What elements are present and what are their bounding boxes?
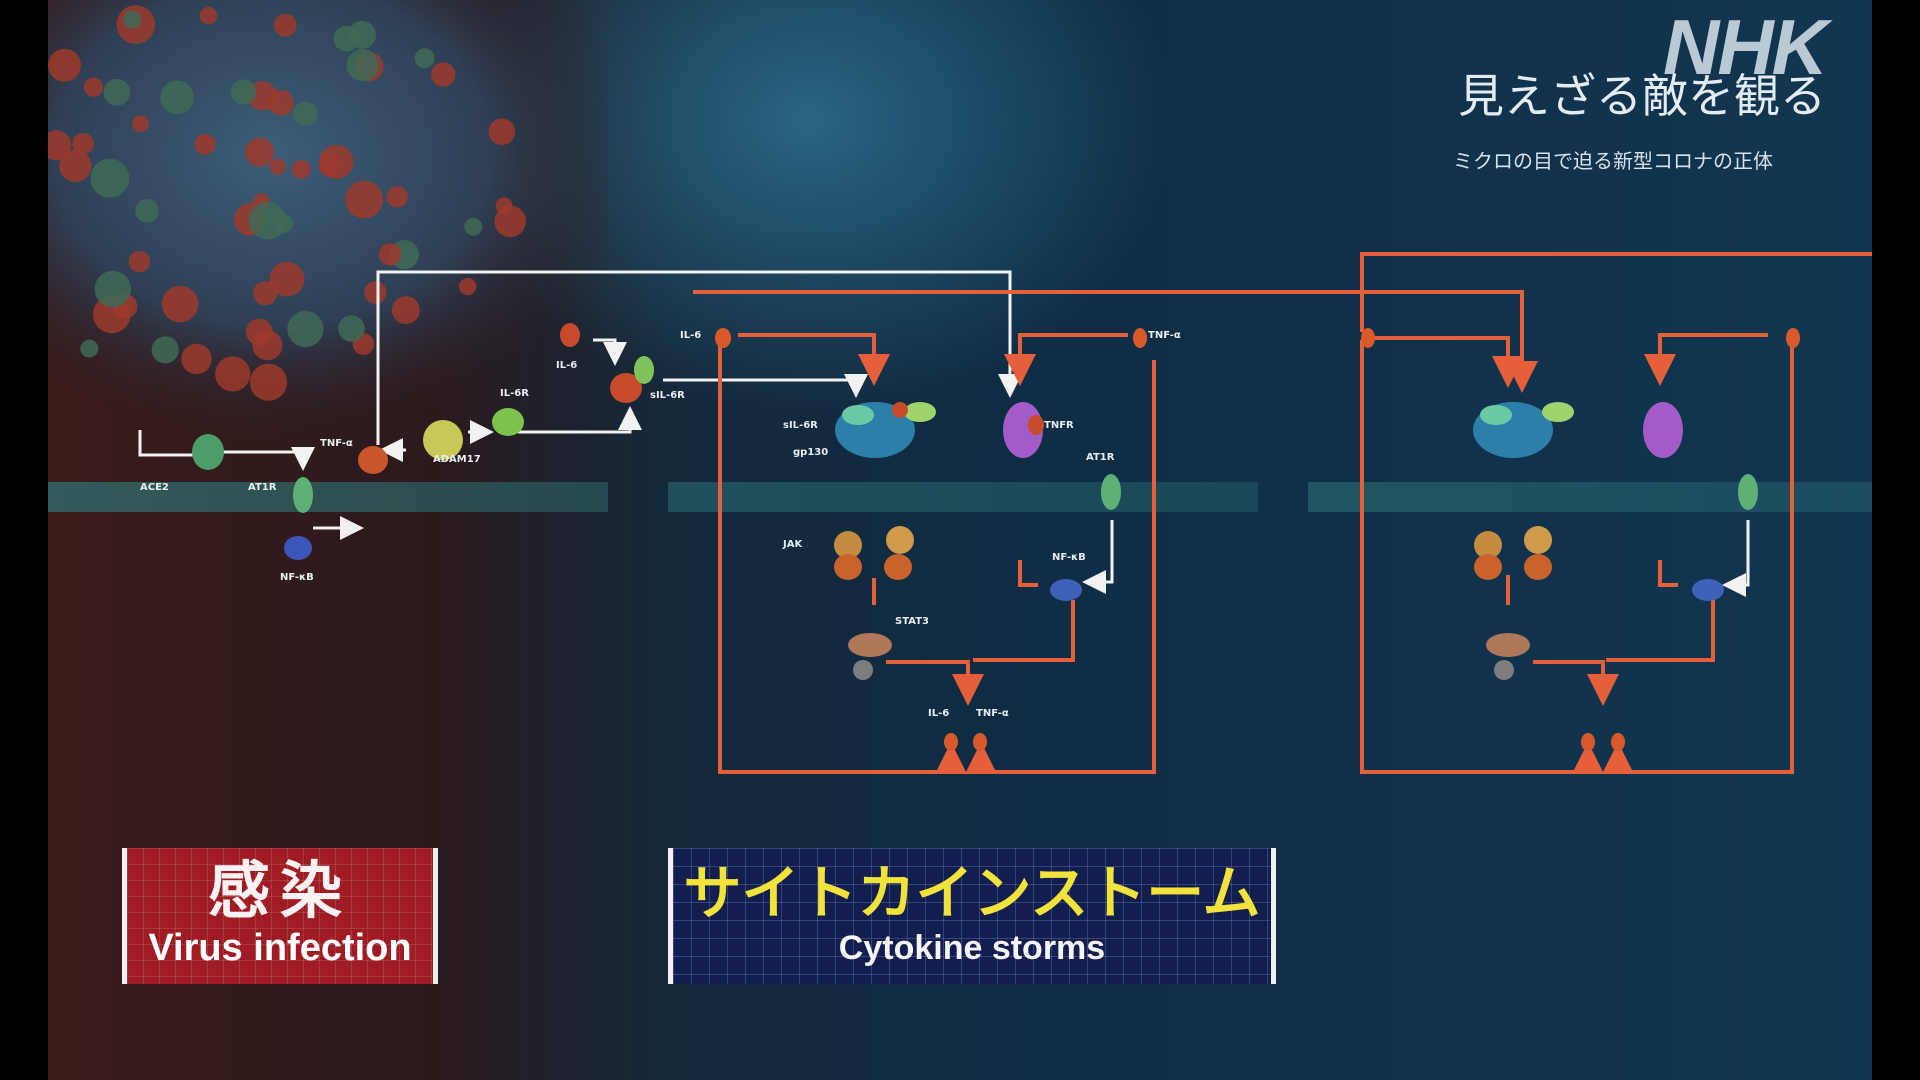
virus-infection-caption: 感染 Virus infection — [122, 848, 438, 984]
infection-caption-jp: 感染 — [207, 854, 352, 927]
infection-caption-en: Virus infection — [148, 927, 412, 969]
membrane-right — [1308, 482, 1872, 512]
label-tnfa-top: TNF-α — [1148, 330, 1181, 341]
feedback-loops — [693, 252, 1872, 774]
label-gp130: gp130 — [793, 447, 828, 458]
label-ace2: ACE2 — [140, 482, 169, 493]
membrane-middle — [668, 482, 1258, 512]
label-stat3: STAT3 — [895, 616, 929, 627]
cytokine-pathway-diagram: ACE2 AT1R NF-κB TNF-α ADAM17 IL-6R IL-6 … — [48, 252, 1872, 774]
cytokine-storm-caption: サイトカインストーム Cytokine storms — [668, 848, 1276, 984]
storm-caption-en: Cytokine storms — [838, 929, 1106, 967]
label-il6-bottom: IL-6 — [928, 708, 949, 719]
label-tnfr: TNFR — [1044, 420, 1074, 431]
label-at1r-left: AT1R — [248, 482, 277, 493]
program-title: 見えざる敵を観る — [1458, 69, 1826, 123]
storm-caption-jp: サイトカインストーム — [683, 859, 1261, 927]
virus-particle-image — [48, 0, 608, 440]
label-at1r-mid: AT1R — [1086, 452, 1115, 463]
label-jak: JAK — [782, 539, 803, 550]
label-sil6r-left: sIL-6R — [650, 390, 685, 401]
molecule-labels: ACE2 AT1R NF-κB TNF-α ADAM17 IL-6R IL-6 … — [140, 330, 1181, 719]
label-nfkb-mid: NF-κB — [1052, 552, 1086, 563]
label-sil6r-mid: sIL-6R — [783, 420, 818, 431]
label-il6r: IL-6R — [500, 388, 529, 399]
label-il6-top: IL-6 — [680, 330, 701, 341]
molecules — [192, 323, 1800, 751]
label-tnfa-left: TNF-α — [320, 438, 353, 449]
label-nfkb-left: NF-κB — [280, 572, 314, 583]
label-il6-left: IL-6 — [556, 360, 577, 371]
nhk-logo: NHK — [1663, 3, 1828, 91]
program-subtitle: ミクロの目で迫る新型コロナの正体 — [1453, 149, 1773, 173]
spike-proteins — [48, 5, 526, 401]
label-tnfa-bottom: TNF-α — [976, 708, 1009, 719]
signal-arrows — [138, 270, 1750, 597]
video-frame: ACE2 AT1R NF-κB TNF-α ADAM17 IL-6R IL-6 … — [48, 0, 1872, 1080]
label-adam17: ADAM17 — [433, 454, 481, 465]
membrane-left — [48, 482, 608, 512]
